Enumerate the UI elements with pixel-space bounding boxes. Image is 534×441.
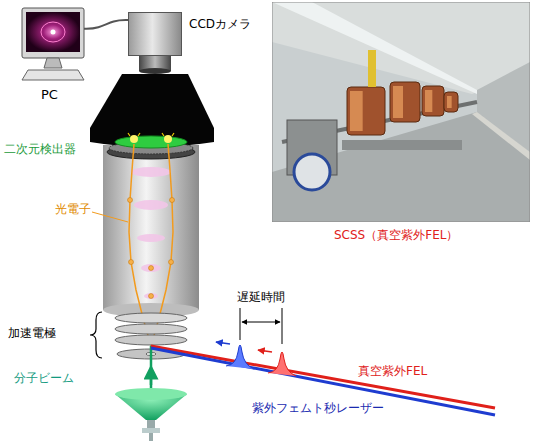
tunnel-ceiling [272,2,530,94]
photoelectron-sphere [141,264,161,272]
beam-nozzle [115,388,187,400]
copper-highlight [350,91,363,131]
flight-tube [103,145,199,317]
image-ring [41,22,65,42]
beam-nozzle [149,433,153,441]
mcp-detector [128,133,174,136]
copper-cavity [347,87,385,135]
copper-cavity [422,86,444,116]
monitor-graphic [22,8,84,86]
photo-border [272,2,530,222]
detector-hood [90,74,214,147]
laser-pulse [216,342,296,376]
waveguide [368,50,376,87]
flight-tube [103,145,199,310]
detector-hood [90,74,214,147]
electrode-label: 加速電極 [8,326,56,340]
ccd-camera: CCDカメラ [128,12,182,56]
photoelectron-dot [129,260,134,265]
photoelectron-sphere [144,293,158,299]
photoelectron-label: 光電子 [55,202,91,216]
camera-lens [139,55,171,74]
laser-pulse [268,352,296,376]
laser-beams [151,346,495,408]
photoelectron-dot [149,294,154,299]
delay-marker [242,322,280,323]
pc-monitor: PC [22,8,84,60]
mcp-detector [130,135,138,143]
photoelectron-dot [170,198,175,203]
node-label: PC [41,88,58,102]
accelerating-electrode [115,313,187,323]
beam-nozzle [115,388,187,441]
scss-photo: SCSS（真空紫外FEL） [272,2,530,246]
fel-label: 真空紫外FEL [358,364,427,378]
delay-marker [282,308,283,344]
photoelectron-dot [149,266,154,271]
molecular-beam [151,346,152,392]
laser-pulse [226,345,254,369]
tunnel-floor [272,112,530,222]
ceiling-light [272,2,477,94]
photoelectron-dot [128,198,175,321]
vacuum-flange [294,154,330,190]
keyboard [22,70,84,80]
electrode-brace [90,312,102,358]
copper-highlight [447,96,452,108]
camera-lens [139,68,171,74]
molecular-beam [150,372,153,385]
floor-line [472,112,530,160]
monitor-stand [44,58,62,68]
copper-cavity [444,92,458,112]
beam-nozzle [142,428,160,433]
photoelectron-sphere [137,234,165,242]
photoelectron-sphere [134,200,168,210]
node-label: SCSS（真空紫外FEL） [334,228,458,242]
support-girder [342,140,462,150]
beam-label: 分子ビーム [14,371,74,385]
copper-highlight [393,86,403,118]
monitor-frame [22,8,84,58]
mcp-detector [164,135,172,143]
mcp-detector [115,136,187,148]
photoelectron-sphere [131,167,171,299]
accelerating-electrode [115,324,187,334]
mcp-detector [107,133,195,159]
copper-cavity [390,82,420,122]
laser-beams [151,346,495,415]
leader-line [92,212,128,222]
laser-beams [151,348,495,415]
accelerating-electrode [115,335,187,345]
delay-marker [240,308,241,340]
laser-pulse [258,350,272,352]
node-label: CCDカメラ [189,17,251,31]
detector-label: 二次元検出器 [4,142,76,156]
uv-laser-label: 紫外フェムト秒レーザー [252,401,384,415]
copper-highlight [425,90,432,112]
image-center [51,30,56,35]
monitor-screen [26,12,80,52]
camera-cable [84,20,128,29]
molecular-beam [150,346,153,392]
delay-label: 遅延時間 [237,290,285,304]
photoelectron-dot [128,198,133,203]
delay-marker [240,308,282,344]
facility-photo [272,2,530,222]
photoelectron-dot [169,260,174,265]
laser-pulse [216,342,230,344]
photoelectron-sphere [131,167,171,177]
photo-background [272,2,530,222]
